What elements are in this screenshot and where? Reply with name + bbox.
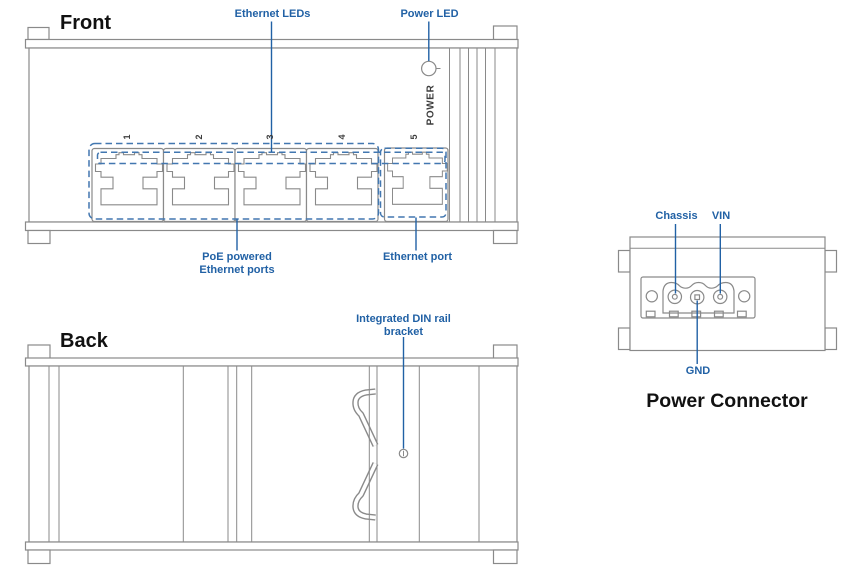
gnd-pin-center [694, 294, 701, 301]
front-view-drawing [24, 25, 519, 245]
terminal-screw-right [738, 290, 751, 303]
port-number-3: 3 [265, 134, 276, 140]
chassis-pin-center [671, 293, 678, 300]
port-number-5: 5 [408, 134, 419, 140]
back-panel-seams [48, 366, 480, 542]
power-led-indicator [420, 60, 437, 77]
front-view-title: Front [60, 12, 112, 34]
back-view-title: Back [60, 330, 108, 352]
front-bottom-edge [24, 221, 519, 232]
back-foot-top-left [27, 344, 51, 360]
chassis-label: Chassis [655, 210, 698, 222]
poe-ports-dashed-box [88, 142, 380, 220]
front-foot-bottom-left [27, 229, 51, 245]
ethernet-jack-icon [309, 152, 378, 206]
ethernet-jack-icon [387, 151, 448, 205]
poe-ports-label-line2: Ethernet ports [199, 263, 275, 276]
back-view-drawing [24, 344, 519, 565]
power-led-label: Power LED [400, 7, 459, 20]
ethernet-port-label: Ethernet port [382, 250, 453, 263]
poe-ports-label-line1: PoE powered [202, 250, 272, 263]
front-vent-fins [449, 48, 496, 222]
front-annotations [88, 21, 447, 251]
gnd-label: GND [685, 364, 711, 377]
connector-tab-left-bottom [617, 327, 631, 351]
terminal-block [662, 281, 735, 314]
rj45-jacks [94, 151, 448, 206]
back-foot-top-right [492, 344, 518, 360]
ethernet-jack-icon [237, 152, 307, 206]
ethernet-jack-icon [94, 152, 164, 206]
ethernet-leds-label: Ethernet LEDs [234, 7, 311, 20]
din-bracket-label-line2: bracket [383, 326, 424, 338]
ethernet-jack-icon [166, 152, 235, 206]
connector-tab-right-top [824, 249, 838, 273]
connector-tab-left-top [617, 249, 631, 273]
connector-tab-right-bottom [824, 327, 838, 351]
power-connector-annotations [674, 224, 721, 364]
power-connector-title: Power Connector [646, 390, 808, 412]
back-foot-bottom-right [492, 549, 518, 565]
terminal-screw-left [645, 290, 659, 303]
ethernet-leds-dashed-box [96, 151, 446, 165]
front-foot-bottom-right [492, 229, 518, 245]
front-foot-top-right [492, 25, 518, 41]
front-foot-top-left [27, 26, 50, 41]
power-panel-text: POWER [425, 84, 437, 126]
back-body [28, 365, 518, 543]
ethernet-port-dashed-box [379, 147, 447, 218]
din-rail-hooks [352, 388, 379, 521]
vin-pin-center [717, 293, 724, 300]
port-number-4: 4 [337, 134, 347, 140]
back-top-edge [24, 357, 519, 367]
vin-label: VIN [711, 210, 731, 222]
power-connector-drawing [617, 236, 838, 352]
back-bottom-edge [24, 541, 519, 551]
port-number-2: 2 [193, 134, 204, 140]
port-number-1: 1 [122, 134, 132, 140]
din-bracket-label-line1: Integrated DIN rail [356, 313, 451, 325]
terminal-bottom-tabs [645, 310, 747, 318]
back-foot-bottom-left [27, 549, 51, 565]
